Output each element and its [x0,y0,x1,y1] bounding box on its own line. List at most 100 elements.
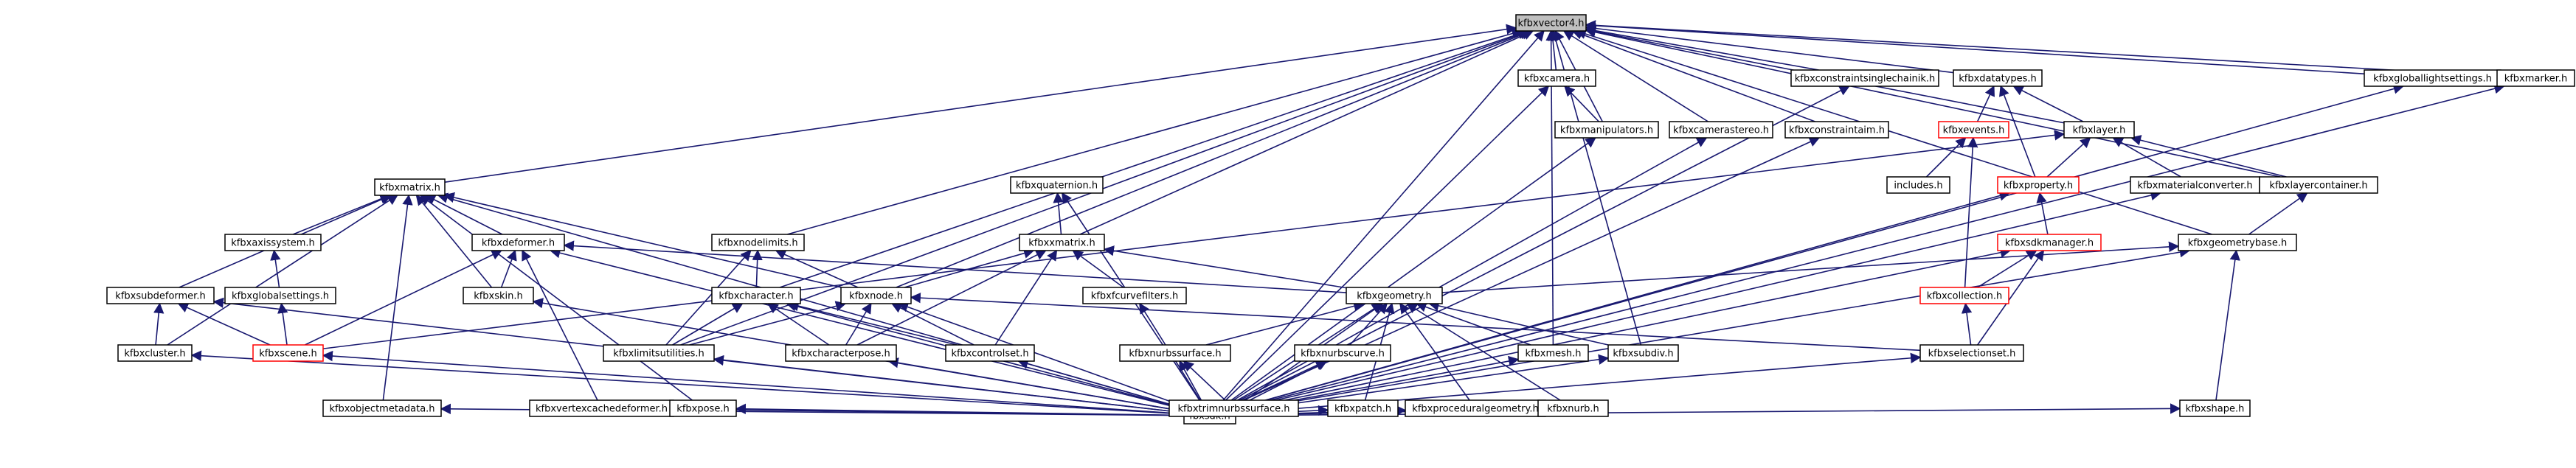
edge-fbxsdk-to-kfbxscene [322,350,1185,415]
node-kfbxgloballightsettings[interactable]: kfbxgloballightsettings.h [2364,69,2501,87]
edge-kfbxskin-to-kfbxdeformer [500,249,517,288]
node-kfbxconstraintaim[interactable]: kfbxconstraintaim.h [1784,121,1889,139]
node-kfbxskin[interactable]: kfbxskin.h [463,287,534,304]
node-label: kfbxsubdeformer.h [115,291,205,302]
node-box [2063,121,2135,139]
node-includes[interactable]: includes.h [1886,176,1950,194]
node-box [669,399,737,417]
node-kfbxaxissystem[interactable]: kfbxaxissystem.h [224,234,322,251]
node-kfbxmaterialconverter[interactable]: kfbxmaterialconverter.h [2130,176,2260,194]
node-kfbxmatrix[interactable]: kfbxmatrix.h [374,178,446,196]
edge-fbxsdk-to-kfbxlimitsutilities [713,355,1185,413]
edge-fbxsdk-to-kfbxgeometrybase [1235,247,2191,412]
node-kfbxnode[interactable]: kfbxnode.h [840,287,912,304]
node-box [1919,287,2009,304]
edge-kfbxsdkmanager-to-kfbxproperty [2036,192,2049,235]
node-kfbxpatch[interactable]: kfbxpatch.h [1327,399,1399,417]
node-box [1997,234,2102,251]
edge-fbxsdk-to-kfbxconstraintaim [1227,136,1821,408]
edge-kfbxlimitsutilities-to-kfbxvector4 [680,29,1531,346]
edge-fbxsdk-to-kfbxcamera [1217,85,1550,408]
node-box [711,287,801,304]
node-kfbxpose[interactable]: kfbxpose.h [669,399,737,417]
node-kfbxcluster[interactable]: kfbxcluster.h [117,344,193,362]
node-box [1919,344,2024,362]
node-kfbxobjectmetadata[interactable]: kfbxobjectmetadata.h [322,399,442,417]
node-kfbxlimitsutilities[interactable]: kfbxlimitsutilities.h [603,344,715,362]
node-kfbxmarker[interactable]: kfbxmarker.h [2496,69,2575,87]
node-kfbxsubdeformer[interactable]: kfbxsubdeformer.h [106,287,215,304]
node-box [711,234,805,251]
node-kfbxscene[interactable]: kfbxscene.h [252,344,324,362]
node-kfbxcollection[interactable]: kfbxcollection.h [1919,287,2009,304]
edge-fbxsdk-to-kfbxcluster [190,350,1185,415]
node-kfbxshape[interactable]: kfbxshape.h [2179,399,2251,417]
node-kfbxmanipulators[interactable]: kfbxmanipulators.h [1554,121,1659,139]
edge-kfbxnode-to-kfbxvector4 [896,29,1532,288]
node-kfbxvertexcachedeformer[interactable]: kfbxvertexcachedeformer.h [529,399,674,417]
node-kfbxproceduralgeometry[interactable]: kfbxproceduralgeometry.h [1405,399,1546,417]
node-kfbxcharacter[interactable]: kfbxcharacter.h [711,287,801,304]
nodes-layer: kfbxvector4.hfbxsdk.hkfbxmatrix.hkfbxaxi… [106,14,2575,425]
node-label: kfbxgeometry.h [1357,291,1432,302]
node-label: kfbxshape.h [2186,404,2245,415]
node-box [463,287,534,304]
node-kfbxnurbscurve[interactable]: kfbxnurbscurve.h [1294,344,1391,362]
edge-fbxsdk-to-kfbxmanipulators [1220,137,1596,408]
node-box [1327,399,1399,417]
node-label: kfbxaxissystem.h [231,238,314,249]
node-box [1997,176,2080,194]
edge-fbxsdk-to-kfbxnode [897,301,1188,408]
node-kfbxquaternion[interactable]: kfbxquaternion.h [1010,176,1104,194]
node-kfbxgeometry[interactable]: kfbxgeometry.h [1346,287,1443,304]
node-kfbxcontrolset[interactable]: kfbxcontrolset.h [945,344,1035,362]
node-label: kfbxproceduralgeometry.h [1412,404,1538,415]
node-kfbxtrimnurbssurface[interactable]: kfbxtrimnurbssurface.h [1168,399,1299,417]
node-box [2259,176,2378,194]
node-kfbxsdkmanager[interactable]: kfbxsdkmanager.h [1997,234,2102,251]
node-label: kfbxcamerastereo.h [1673,125,1769,136]
node-box [106,287,215,304]
node-kfbxconstraintsinglechainik[interactable]: kfbxconstraintsinglechainik.h [1790,69,1939,87]
node-kfbxdeformer[interactable]: kfbxdeformer.h [471,234,565,251]
node-kfbxxmatrix[interactable]: kfbxxmatrix.h [1019,234,1105,251]
node-box [1294,344,1391,362]
node-kfbxlayer[interactable]: kfbxlayer.h [2063,121,2135,139]
edge-fbxsdk-to-kfbxmarker [1235,83,2505,410]
node-kfbxcamera[interactable]: kfbxcamera.h [1517,69,1596,87]
edge-fbxsdk-to-kfbxgloballightsettings [1235,83,2405,410]
edge-kfbxcamerastereo-to-kfbxvector4 [1562,30,1708,122]
node-kfbxlayercontainer[interactable]: kfbxlayercontainer.h [2259,176,2378,194]
edge-kfbxmatrix-to-kfbxvector4 [444,24,1517,183]
node-kfbxcharacterpose[interactable]: kfbxcharacterpose.h [785,344,897,362]
node-box [1119,344,1231,362]
node-box [1554,121,1659,139]
node-box [1515,14,1587,32]
node-kfbxdatatypes[interactable]: kfbxdatatypes.h [1953,69,2043,87]
edge-kfbxlayercontainer-to-kfbxvector4 [1585,27,2281,178]
node-kfbxnodelimits[interactable]: kfbxnodelimits.h [711,234,805,251]
node-kfbxproperty[interactable]: kfbxproperty.h [1997,176,2080,194]
node-kfbxselectionset[interactable]: kfbxselectionset.h [1919,344,2024,362]
node-label: kfbxmaterialconverter.h [2137,181,2252,192]
node-kfbxvector4[interactable]: kfbxvector4.h [1515,14,1587,32]
node-kfbxgeometrybase[interactable]: kfbxgeometrybase.h [2178,234,2297,251]
node-kfbxmesh[interactable]: kfbxmesh.h [1517,344,1589,362]
node-kfbxcamerastereo[interactable]: kfbxcamerastereo.h [1669,121,1773,139]
node-kfbxnurb[interactable]: kfbxnurb.h [1537,399,1609,417]
node-kfbxglobalsettings[interactable]: kfbxglobalsettings.h [224,287,336,304]
node-box [1886,176,1950,194]
node-box [1784,121,1889,139]
node-kfbxevents[interactable]: kfbxevents.h [1938,121,2009,139]
node-kfbxnurbssurface[interactable]: kfbxnurbssurface.h [1119,344,1231,362]
edge-kfbxscene-to-kfbxglobalsettings [277,302,288,346]
node-kfbxsubdiv[interactable]: kfbxsubdiv.h [1607,344,1679,362]
edge-kfbxselectionset-to-kfbxnode [910,292,1921,352]
node-box [1607,344,1679,362]
edge-kfbxconstraintsinglechainik-to-kfbxvector4 [1585,25,1819,71]
node-kfbxfcurvefilters[interactable]: kfbxfcurvefilters.h [1082,287,1187,304]
edge-fbxsdk-to-kfbxcharacterpose [887,357,1185,412]
node-label: kfbxquaternion.h [1016,181,1098,192]
node-label: kfbxcharacterpose.h [792,349,890,360]
node-box [1010,176,1104,194]
